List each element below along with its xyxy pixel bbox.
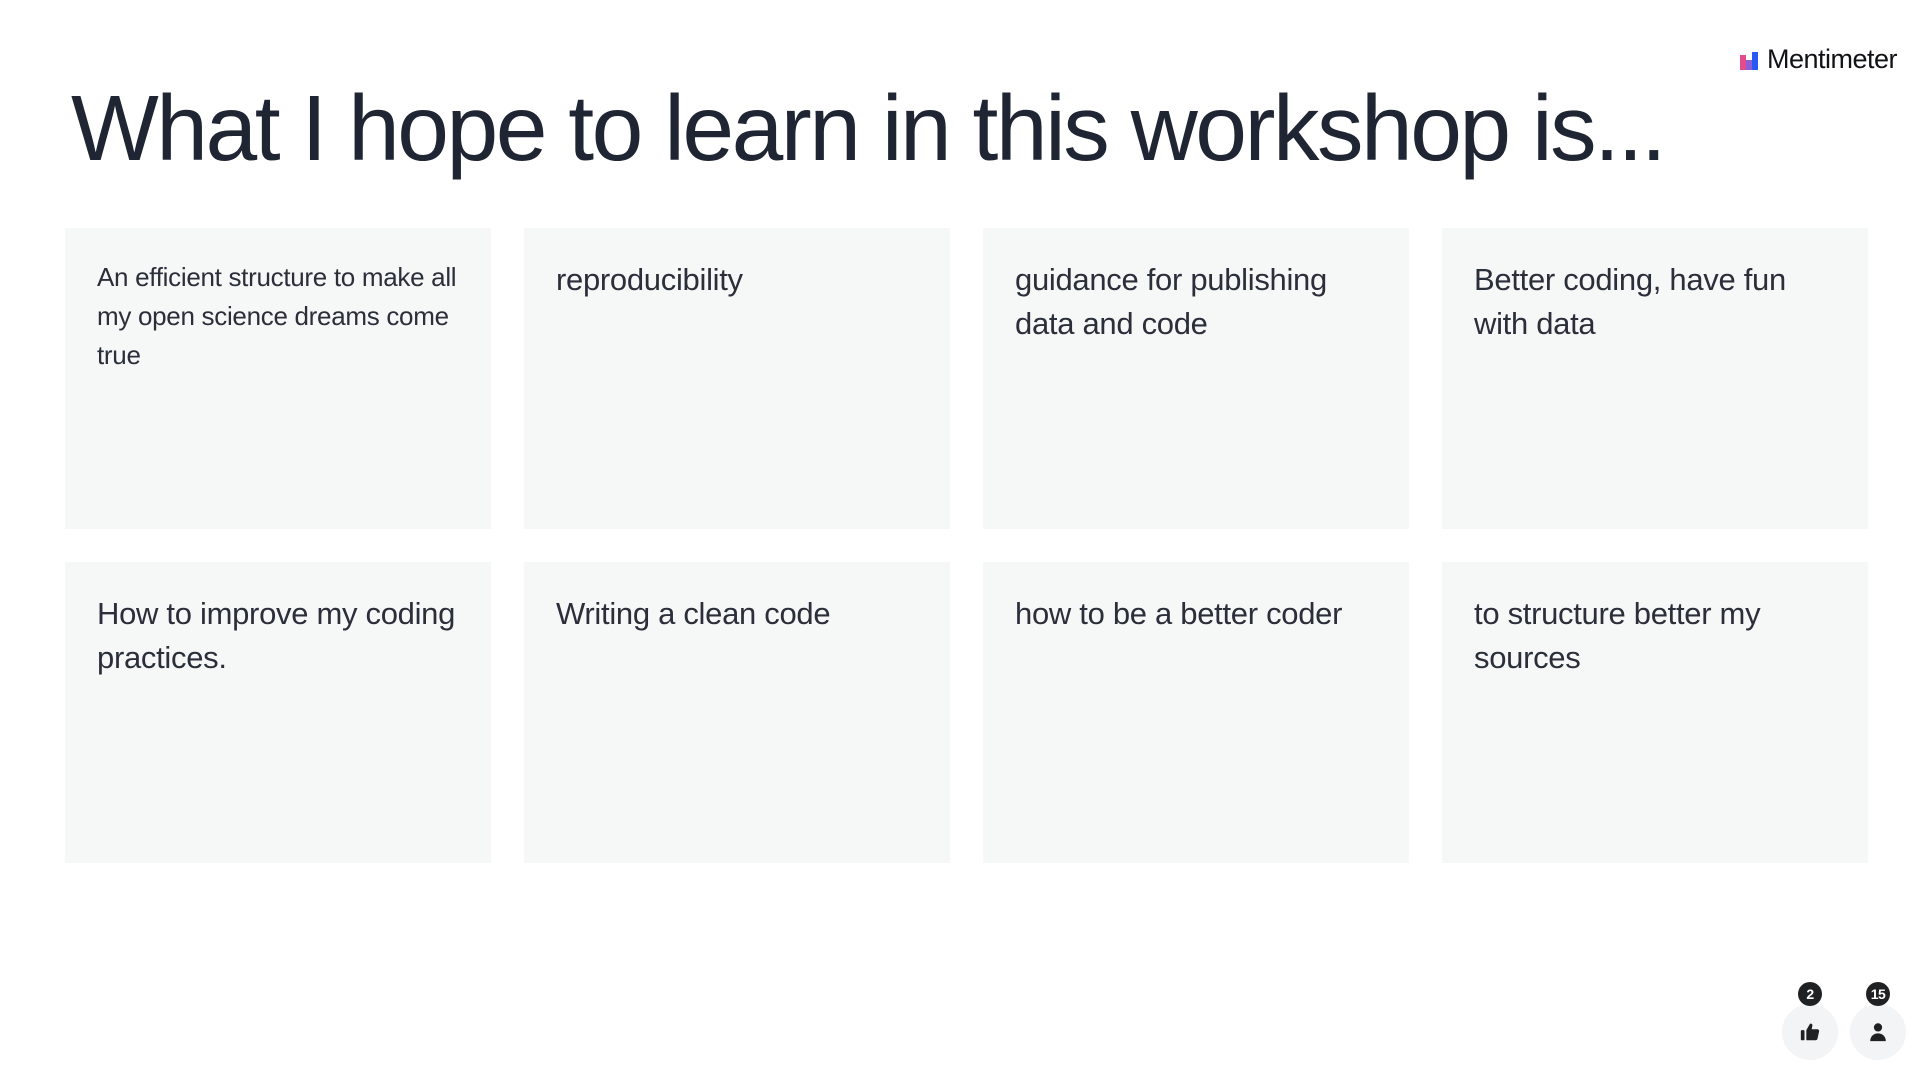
thumbs-up-icon <box>1800 1023 1820 1041</box>
response-text: An efficient structure to make all my op… <box>97 262 457 370</box>
reactions-bar: 2 15 <box>1782 982 1906 1060</box>
brand: Mentimeter <box>1739 44 1898 75</box>
response-card: How to improve my coding practices. <box>65 562 491 863</box>
response-card: guidance for publishing data and code <box>983 228 1409 529</box>
like-count-badge: 2 <box>1798 982 1822 1006</box>
like-button[interactable]: 2 <box>1782 982 1838 1060</box>
response-text: how to be a better coder <box>1015 596 1343 631</box>
response-card: reproducibility <box>524 228 950 529</box>
response-text: guidance for publishing data and code <box>1015 262 1327 341</box>
brand-name: Mentimeter <box>1766 44 1898 74</box>
response-text: Writing a clean code <box>556 596 831 631</box>
response-card: to structure better my sources <box>1442 562 1868 863</box>
response-text: to structure better my sources <box>1474 596 1761 675</box>
response-text: reproducibility <box>556 262 743 297</box>
response-card: Better coding, have fun with data <box>1442 228 1868 529</box>
response-text: Better coding, have fun with data <box>1474 262 1786 341</box>
participants-button[interactable]: 15 <box>1850 982 1906 1060</box>
response-card: An efficient structure to make all my op… <box>65 228 491 529</box>
participant-count-badge: 15 <box>1866 982 1890 1006</box>
mentimeter-logo-icon <box>1739 51 1758 70</box>
responses-grid: An efficient structure to make all my op… <box>65 228 1868 863</box>
person-icon <box>1870 1023 1886 1042</box>
slide-title: What I hope to learn in this workshop is… <box>71 76 1667 180</box>
response-card: Writing a clean code <box>524 562 950 863</box>
response-card: how to be a better coder <box>983 562 1409 863</box>
response-text: How to improve my coding practices. <box>97 596 456 675</box>
